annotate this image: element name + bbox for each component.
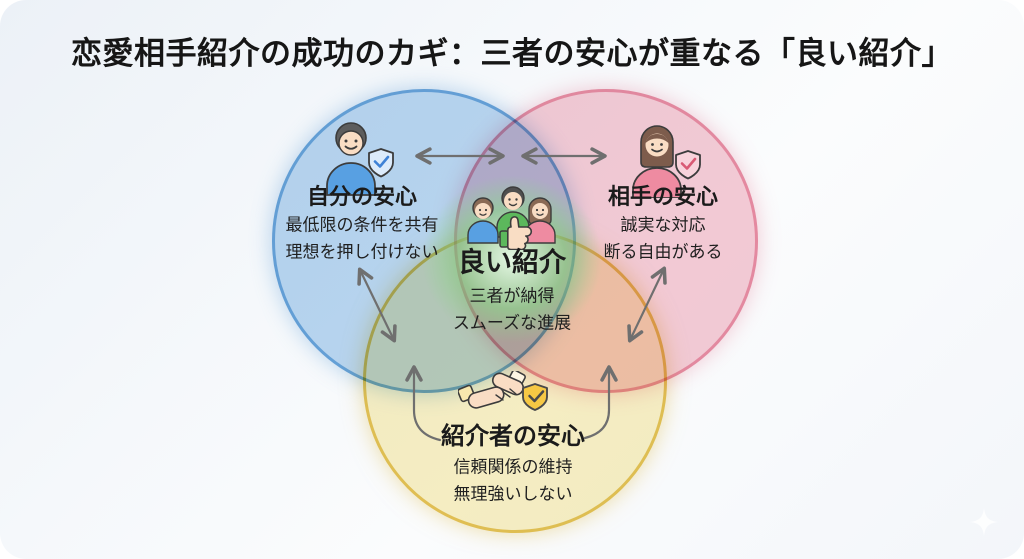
self-label: 自分の安心 — [306, 184, 418, 209]
page-title: 恋愛相手紹介の成功のカギ：三者の安心が重なる「良い紹介」 — [71, 36, 953, 71]
sparkle-icon — [970, 508, 998, 536]
arrow-self-introducer — [357, 267, 397, 343]
introducer-label: 紹介者の安心 — [441, 423, 585, 450]
woman-shield-check-icon — [632, 125, 701, 198]
partner-line-2: 断る自由がある — [603, 242, 723, 262]
self-line-1: 最低限の条件を共有 — [285, 215, 439, 235]
center-line-1: 三者が納得 — [469, 286, 555, 306]
partner-line-1: 誠実な対応 — [620, 215, 706, 235]
center-line-2: スムーズな進展 — [452, 313, 572, 333]
arrow-partner-introducer — [627, 266, 667, 343]
self-line-2: 理想を押し付けない — [285, 242, 439, 262]
introducer-line-1: 信頼関係の維持 — [453, 457, 573, 477]
partner-label: 相手の安心 — [607, 184, 719, 209]
center-label: 良い紹介 — [458, 247, 566, 278]
person-shield-check-icon — [326, 122, 394, 196]
arrow-introducer-right-up — [583, 365, 618, 440]
introducer-line-2: 無理強いしない — [453, 484, 573, 504]
arrow-introducer-left-up — [405, 365, 442, 442]
handshake-shield-check-icon — [458, 371, 548, 411]
center-glow — [390, 146, 634, 372]
three-people-thumbs-up-icon — [467, 186, 556, 250]
